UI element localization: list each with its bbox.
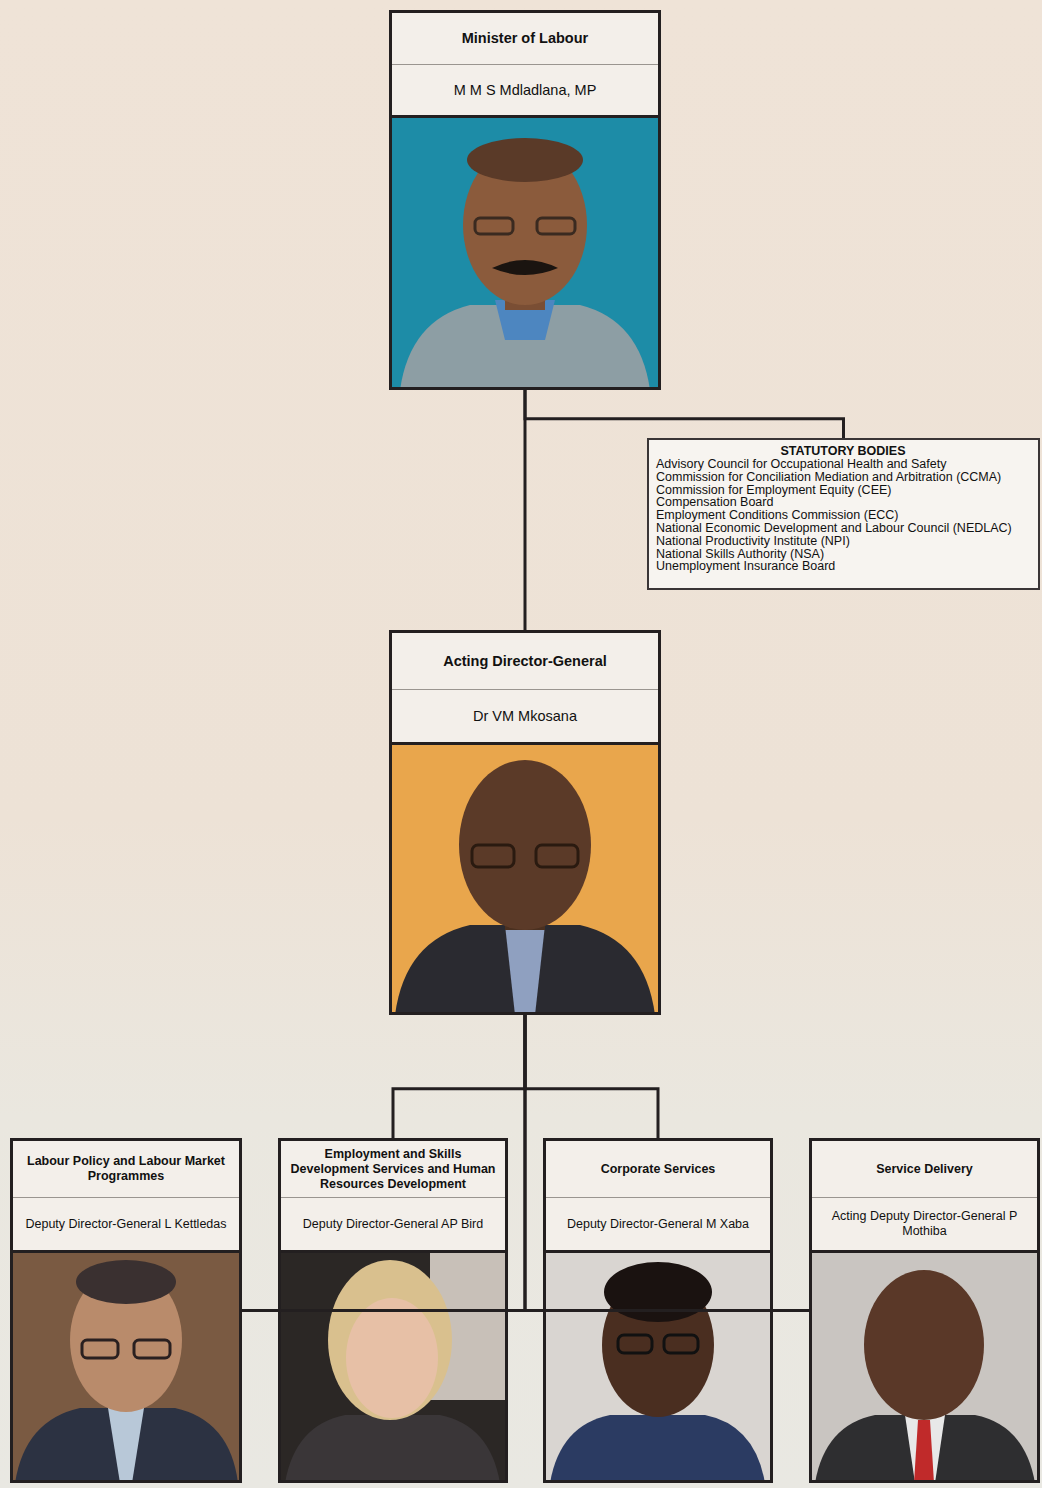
portrait (389, 742, 661, 1015)
position-box: Labour Policy and Labour Market Programm… (10, 1138, 242, 1483)
list-item: National Skills Authority (NSA) (656, 548, 1030, 561)
box-title: Employment and Skills Development Servic… (281, 1141, 505, 1198)
trunk-line (524, 1015, 527, 1311)
portrait (389, 115, 661, 390)
list-item: Commission for Employment Equity (CEE) (656, 484, 1030, 497)
position-box: Acting Director-GeneralDr VM Mkosana (389, 630, 661, 1015)
person-name: Deputy Director-General L Kettledas (13, 1198, 239, 1253)
connector (393, 1015, 525, 1138)
list-item: Unemployment Insurance Board (656, 560, 1030, 573)
box-title: Service Delivery (812, 1141, 1037, 1198)
list-item: Employment Conditions Commission (ECC) (656, 509, 1030, 522)
person-name: Dr VM Mkosana (392, 690, 658, 745)
box-title: Corporate Services (546, 1141, 770, 1198)
list-item: Commission for Conciliation Mediation an… (656, 471, 1030, 484)
connector (242, 1309, 525, 1312)
person-name: M M S Mdladlana, MP (392, 65, 658, 118)
statutory-bodies-box: STATUTORY BODIESAdvisory Council for Occ… (647, 438, 1040, 590)
connector (525, 1015, 658, 1138)
box-title: Labour Policy and Labour Market Programm… (13, 1141, 239, 1198)
connector (525, 390, 844, 438)
person-name: Acting Deputy Director-General P Mothiba (812, 1198, 1037, 1253)
trunk-line (524, 1015, 527, 1311)
position-box: Employment and Skills Development Servic… (278, 1138, 508, 1483)
list-item: National Productivity Institute (NPI) (656, 535, 1030, 548)
connector (524, 390, 527, 630)
list-title: STATUTORY BODIES (656, 445, 1030, 458)
person-name: Deputy Director-General M Xaba (546, 1198, 770, 1253)
box-title: Minister of Labour (392, 13, 658, 65)
list-item: National Economic Development and Labour… (656, 522, 1030, 535)
position-box: Minister of LabourM M S Mdladlana, MP (389, 10, 661, 390)
person-name: Deputy Director-General AP Bird (281, 1198, 505, 1253)
portrait (543, 1250, 773, 1483)
portrait (10, 1250, 242, 1483)
portrait (278, 1250, 508, 1483)
portrait (809, 1250, 1040, 1483)
connector (525, 1309, 809, 1312)
position-box: Corporate ServicesDeputy Director-Genera… (543, 1138, 773, 1483)
position-box: Service DeliveryActing Deputy Director-G… (809, 1138, 1040, 1483)
list-item: Advisory Council for Occupational Health… (656, 458, 1030, 471)
list-item: Compensation Board (656, 496, 1030, 509)
box-title: Acting Director-General (392, 633, 658, 690)
